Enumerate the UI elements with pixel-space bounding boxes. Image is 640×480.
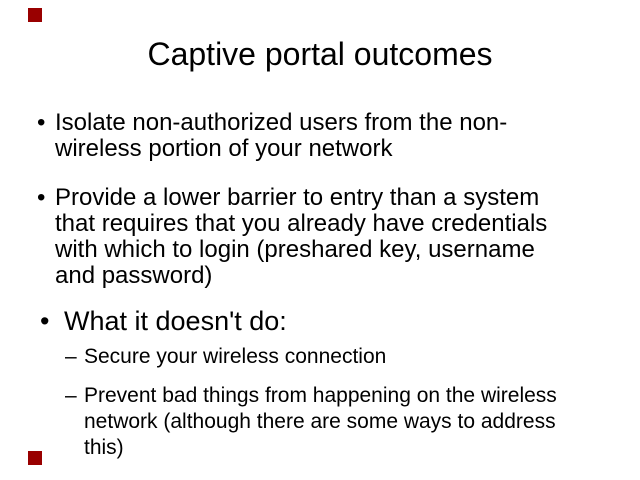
bullet-item: • What it doesn't do: bbox=[37, 306, 622, 336]
corner-marker-top-left bbox=[28, 8, 42, 22]
bullet-dot-icon: • bbox=[37, 184, 46, 211]
bullet-text: Isolate non-authorized users from the no… bbox=[55, 109, 508, 162]
sub-bullet-item: – Prevent bad things from happening on t… bbox=[37, 383, 622, 461]
corner-marker-bottom-left bbox=[28, 451, 42, 465]
sub-bullet-text: Secure your wireless connection bbox=[84, 345, 387, 368]
dash-icon: – bbox=[65, 384, 77, 407]
bullet-dot-icon: • bbox=[37, 109, 46, 136]
bullet-text: What it doesn't do: bbox=[64, 306, 287, 336]
dash-icon: – bbox=[65, 345, 77, 368]
slide-title: Captive portal outcomes bbox=[147, 36, 493, 72]
bullet-text: Provide a lower barrier to entry than a … bbox=[55, 184, 548, 289]
sub-bullet-item: – Secure your wireless connection bbox=[37, 344, 622, 370]
slide-body: • Isolate non-authorized users from the … bbox=[37, 110, 622, 461]
sub-bullet-text: Prevent bad things from happening on the… bbox=[84, 384, 557, 459]
bullet-item: • Isolate non-authorized users from the … bbox=[37, 110, 622, 162]
bullet-item: • Provide a lower barrier to entry than … bbox=[37, 185, 622, 289]
bullet-dot-icon: • bbox=[40, 306, 50, 336]
